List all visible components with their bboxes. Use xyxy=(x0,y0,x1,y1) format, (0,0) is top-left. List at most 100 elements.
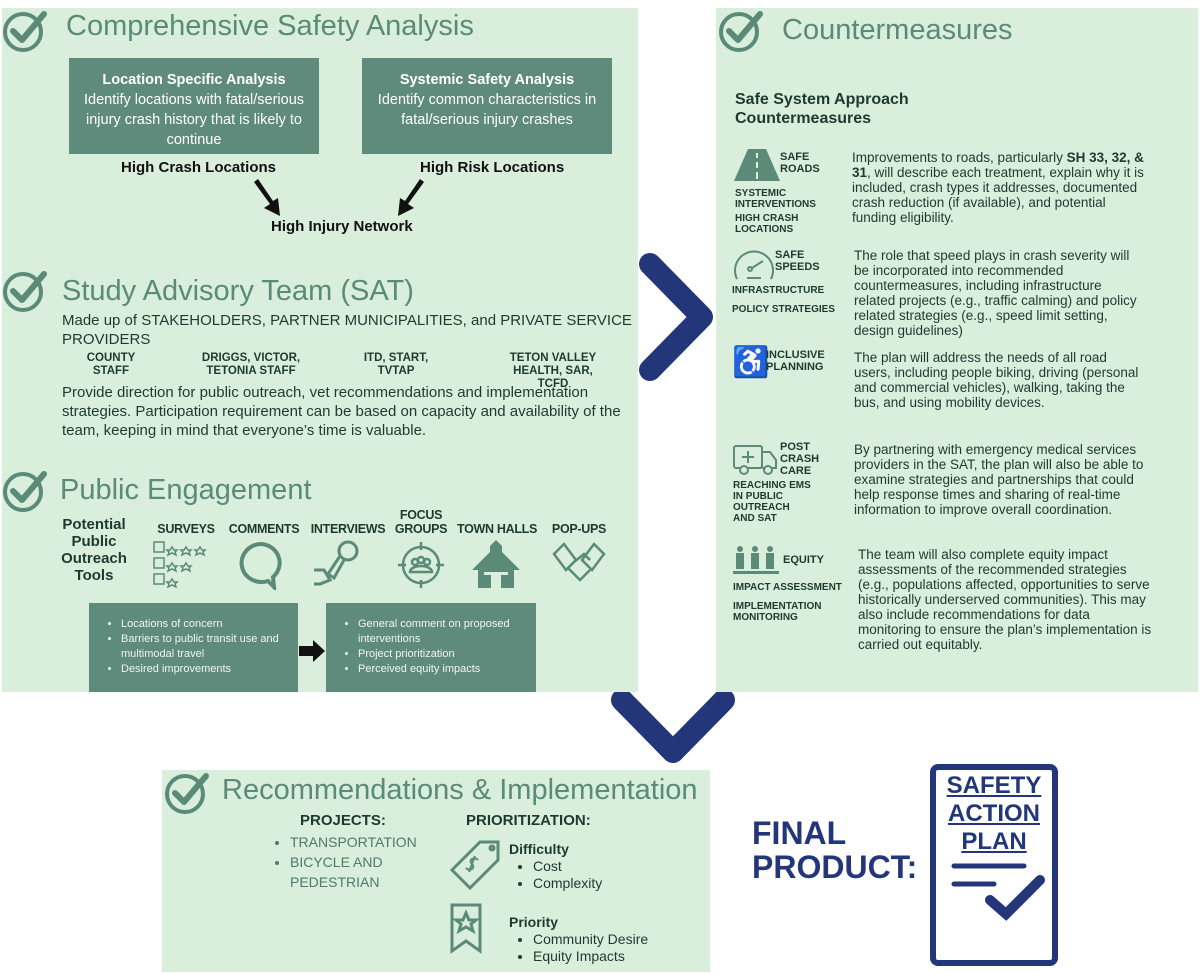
high-injury-network: High Injury Network xyxy=(271,218,413,235)
recommendations-panel xyxy=(162,770,710,972)
safe-roads-sub: SYSTEMIC INTERVENTIONS xyxy=(735,188,816,210)
price-tag-icon xyxy=(449,840,500,891)
text-part: Improvements to roads, particularly xyxy=(852,150,1067,165)
chevron-down-icon xyxy=(611,692,735,763)
equity-sub: IMPLEMENTATION MONITORING xyxy=(733,601,822,623)
priority-item: Equity Impacts xyxy=(533,948,648,965)
projects-list: TRANSPORTATION BICYCLE AND PEDESTRIAN xyxy=(276,832,436,892)
ambulance-icon xyxy=(733,445,777,475)
highways: SH 33, 32, & 31 xyxy=(852,150,1144,180)
priority-item: Community Desire xyxy=(533,931,648,948)
checkmark-lines-icon xyxy=(951,863,1045,921)
topic-item: Desired improvements xyxy=(121,662,288,677)
systemic-analysis-text: Identify common characteristics in fatal… xyxy=(377,92,597,128)
equity-sub: IMPACT ASSESSMENT xyxy=(733,582,842,593)
arrow-right-icon xyxy=(299,640,325,662)
priority-list: Community Desire Equity Impacts xyxy=(518,931,648,965)
safety-analysis-title: Comprehensive Safety Analysis xyxy=(66,10,474,42)
town-hall-icon xyxy=(472,540,520,588)
chevron-right-icon xyxy=(639,253,713,381)
recommendations-title: Recommendations & Implementation xyxy=(222,774,698,806)
topic-item: Perceived equity impacts xyxy=(358,662,526,677)
tool-focus-groups: FOCUS GROUPS xyxy=(394,508,448,536)
priority-title: Priority xyxy=(509,914,559,930)
prioritization-label: PRIORITIZATION: xyxy=(466,812,591,829)
topic-item: Barriers to public transit use and multi… xyxy=(121,632,288,662)
post-crash-sub: REACHING EMS IN PUBLIC OUTREACH AND SAT xyxy=(733,480,811,524)
speedometer-icon xyxy=(734,250,774,280)
accessibility-icon: ♿ xyxy=(732,346,770,379)
tool-pop-ups: POP-UPS xyxy=(551,522,607,536)
focus-target-icon xyxy=(398,542,444,588)
safe-speeds-title: SAFE SPEEDS xyxy=(775,249,820,273)
safe-roads-title: SAFE ROADS xyxy=(780,151,820,175)
projects-label: PROJECTS: xyxy=(300,812,386,829)
outreach-topics-box: Locations of concernBarriers to public t… xyxy=(89,603,298,692)
topic-item: Project prioritization xyxy=(358,647,526,662)
sat-group-teton: TETON VALLEY HEALTH, SAR, TCFD xyxy=(509,352,597,390)
countermeasures-subtitle: Safe System Approach Countermeasures xyxy=(735,91,909,127)
public-engagement-title: Public Engagement xyxy=(60,474,312,506)
sat-group-itd: ITD, START, TVTAP xyxy=(363,352,429,377)
road-icon xyxy=(734,149,780,181)
systemic-analysis-title: Systemic Safety Analysis xyxy=(399,72,575,88)
tool-town-halls: TOWN HALLS xyxy=(456,522,538,536)
sat-title: Study Advisory Team (SAT) xyxy=(62,275,414,307)
check-circle-icon xyxy=(2,468,48,514)
post-crash-care-title: POST CRASH CARE xyxy=(780,441,820,477)
sat-description: Provide direction for public outreach, v… xyxy=(62,384,621,439)
check-circle-icon xyxy=(718,8,764,54)
sat-group-county: COUNTY STAFF xyxy=(86,352,136,377)
post-crash-care-text: By partnering with emergency medical ser… xyxy=(854,442,1144,517)
safe-speeds-sub: POLICY STRATEGIES xyxy=(732,304,835,315)
difficulty-item: Cost xyxy=(533,858,602,875)
countermeasures-title: Countermeasures xyxy=(782,14,1013,46)
topic-item: General comment on proposed intervention… xyxy=(358,617,526,647)
tool-surveys: SURVEYS xyxy=(157,522,215,536)
difficulty-title: Difficulty xyxy=(509,841,569,857)
high-crash-locations: High Crash Locations xyxy=(121,159,277,176)
equity-title: EQUITY xyxy=(783,554,824,566)
check-circle-icon xyxy=(2,8,48,54)
product-label: PRODUCT: xyxy=(752,849,918,885)
check-circle-icon xyxy=(2,268,48,314)
location-analysis-text: Identify locations with fatal/serious in… xyxy=(83,92,305,148)
survey-stars-icon xyxy=(153,541,207,588)
project-item: BICYCLE AND PEDESTRIAN xyxy=(290,852,436,892)
speech-bubble-icon xyxy=(239,541,282,590)
inclusive-planning-text: The plan will address the needs of all r… xyxy=(854,350,1139,410)
doc-line: ACTION xyxy=(948,800,1040,827)
equity-text: The team will also complete equity impac… xyxy=(858,547,1152,652)
safe-roads-text: Improvements to roads, particularly SH 3… xyxy=(852,150,1152,225)
difficulty-item: Complexity xyxy=(533,875,602,892)
check-circle-icon xyxy=(164,770,210,816)
difficulty-list: Cost Complexity xyxy=(518,858,602,892)
feedback-topics-box: General comment on proposed intervention… xyxy=(326,603,536,692)
safe-roads-sub: HIGH CRASH LOCATIONS xyxy=(735,213,799,235)
outreach-tools-label: Potential Public Outreach Tools xyxy=(61,516,127,584)
document-title: SAFETY ACTION PLAN xyxy=(936,772,1052,856)
equity-people-icon xyxy=(733,546,779,574)
location-analysis-title: Location Specific Analysis xyxy=(102,72,286,88)
doc-line: PLAN xyxy=(961,828,1027,855)
tool-interviews: INTERVIEWS xyxy=(310,522,386,536)
doc-line: SAFETY xyxy=(946,772,1042,799)
sat-intro: Made up of STAKEHOLDERS, PARTNER MUNICIP… xyxy=(62,312,632,348)
inclusive-planning-title: INCLUSIVE PLANNING xyxy=(766,349,825,373)
sat-group-driggs: DRIGGS, VICTOR, TETONIA STAFF xyxy=(201,352,301,377)
safe-speeds-text: The role that speed plays in crash sever… xyxy=(854,248,1137,338)
right-panel xyxy=(716,8,1198,692)
safe-speeds-sub: INFRASTRUCTURE xyxy=(732,285,825,296)
final-label: FINAL xyxy=(752,815,847,851)
arrow-down-left-icon xyxy=(398,179,424,216)
bookmark-star-icon xyxy=(450,903,482,954)
topic-item: Locations of concern xyxy=(121,617,288,632)
tool-comments: COMMENTS xyxy=(228,522,300,536)
high-risk-locations: High Risk Locations xyxy=(420,159,565,176)
text-part: , will describe each treatment, explain … xyxy=(852,165,1144,225)
microphone-icon xyxy=(314,540,359,586)
project-item: TRANSPORTATION xyxy=(290,832,436,852)
handshake-icon xyxy=(552,542,606,582)
